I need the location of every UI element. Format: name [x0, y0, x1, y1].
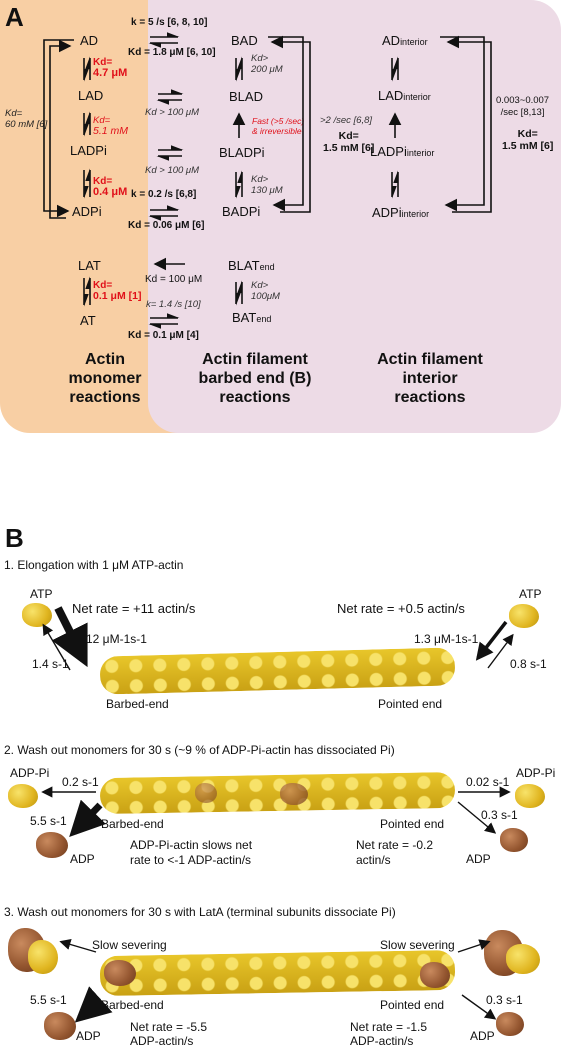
atp-actin-monomer — [22, 603, 52, 627]
on-rate-barbed: 12 μM-1s-1 — [86, 632, 147, 646]
barbed-end-label-1: Barbed-end — [106, 697, 169, 711]
rate-interior: 0.003~0.007 /sec [8,13] — [496, 95, 550, 118]
species-ladpi-interior: LADPiinterior — [370, 144, 435, 159]
atp-actin-monomer-right — [509, 604, 539, 628]
section-1-heading: 1. Elongation with 1 μM ATP-actin — [4, 558, 184, 572]
adp-subunit-interior — [280, 783, 308, 805]
species-ladpi: LADPi — [70, 143, 107, 158]
panel-b-letter: B — [5, 523, 24, 553]
panel-a-arrows — [43, 32, 492, 329]
species-lat: LAT — [78, 258, 101, 273]
section-3-heading: 3. Wash out monomers for 30 s with LatA … — [4, 905, 396, 919]
net-rate-pointed-3: Net rate = -1.5 ADP-actin/s — [350, 1020, 428, 1048]
rate-k1: k = 5 /s [6, 8, 10] — [131, 17, 208, 28]
barbed-title: Actin filament barbed end (B) reactions — [198, 351, 312, 406]
on-rate-pointed: 1.3 μM-1s-1 — [414, 632, 479, 646]
species-blad: BLAD — [229, 89, 263, 104]
section-2-heading: 2. Wash out monomers for 30 s (~9 % of A… — [4, 743, 395, 757]
severed-fragment-left-2 — [28, 940, 58, 974]
species-at: AT — [80, 313, 96, 328]
species-lad: LAD — [78, 88, 104, 103]
species-bat: BATend — [232, 310, 272, 325]
kd-interior: Kd= 1.5 mM [6] — [502, 128, 554, 152]
adppi-actin-left — [8, 784, 38, 808]
net-rate-barbed: Net rate = +11 actin/s — [72, 601, 196, 616]
pointed-end-label-3: Pointed end — [380, 998, 445, 1012]
rate-k6: k= 1.4 /s [10] — [146, 299, 201, 310]
slow-severing-left: Slow severing — [92, 938, 167, 952]
adp-left-label-3: ADP — [76, 1029, 101, 1043]
adp-actin-right-3 — [496, 1012, 524, 1036]
monomer-title: Actin monomer reactions — [68, 351, 142, 406]
adp-rate-barbed-3: 5.5 s-1 — [30, 993, 67, 1007]
adppi-right-label: ADP-Pi — [516, 766, 556, 780]
pi-rate-barbed: 0.2 s-1 — [62, 775, 99, 789]
adp-left-label-2: ADP — [70, 852, 95, 866]
severed-fragment-right-2 — [506, 944, 540, 974]
off-rate-pointed: 0.8 s-1 — [510, 657, 547, 671]
adppi-actin-right — [515, 784, 545, 808]
interior-title: Actin filament interior reactions — [377, 351, 483, 406]
kd-link-5: Kd = 100 μM — [145, 274, 203, 285]
barbed-end-label-2: Barbed-end — [101, 817, 164, 831]
adp-rate-pointed-3: 0.3 s-1 — [486, 993, 523, 1007]
adp-rate-pointed-2: 0.3 s-1 — [481, 808, 518, 822]
net-rate-pointed-2: Net rate = -0.2 actin/s — [356, 838, 434, 867]
panel-b-arrows — [41, 606, 514, 1023]
adp-actin-right-2 — [500, 828, 528, 852]
kd-bad-badpi: Kd= 1.5 mM [6] — [323, 130, 375, 154]
note-barbed-2: ADP-Pi-actin slows net rate to <-1 ADP-a… — [130, 838, 253, 867]
species-adpi: ADPi — [72, 204, 102, 219]
pi-rate-pointed: 0.02 s-1 — [466, 775, 510, 789]
adp-actin-left-2 — [36, 832, 68, 858]
species-ad: AD — [80, 33, 99, 48]
rate-bad-badpi: >2 /sec [6,8] — [320, 115, 373, 126]
kd-bladpi-badpi: Kd> 130 μM — [251, 174, 283, 196]
kd-lad-ladpi: Kd=5.1 mM — [93, 115, 129, 137]
pointed-end-label-2: Pointed end — [380, 817, 445, 831]
panel-a-letter: A — [5, 2, 24, 32]
kd-ladpi-adpi: Kd=0.4 μM — [93, 176, 128, 198]
atp-right-label: ATP — [519, 587, 542, 601]
adp-right-label-2: ADP — [466, 852, 491, 866]
pointed-end-label-1: Pointed end — [378, 697, 443, 711]
net-rate-pointed: Net rate = +0.5 actin/s — [337, 601, 465, 616]
adppi-left-label: ADP-Pi — [10, 766, 50, 780]
adp-actin-left-3 — [44, 1012, 76, 1040]
terminal-adp-pointed — [420, 962, 450, 988]
kd-link-2: Kd > 100 μM — [145, 107, 200, 118]
species-blat: BLATend — [228, 258, 275, 273]
kd-link-6: Kd = 0.1 μM [4] — [128, 330, 199, 341]
kd-ad-adpi: Kd= 60 mM [6] — [5, 108, 48, 130]
kd-link-3: Kd > 100 μM — [145, 165, 200, 176]
adp-subunit-interior-2 — [195, 783, 217, 803]
filament-bg — [148, 0, 561, 433]
species-bad: BAD — [231, 33, 258, 48]
species-ad-interior: ADinterior — [382, 33, 428, 48]
barbed-end-label-3: Barbed-end — [101, 998, 164, 1012]
fast-irreversible: Fast (>5 /sec) & irreversible — [252, 116, 305, 136]
species-lad-interior: LADinterior — [378, 88, 431, 103]
terminal-adp-barbed — [104, 960, 136, 986]
kd-bad-blad: Kd> 200 μM — [251, 53, 283, 75]
atp-left-label: ATP — [30, 587, 53, 601]
kd-link-4: Kd = 0.06 μM [6] — [128, 220, 205, 231]
kd-ad-lad: Kd=4.7 μM — [93, 57, 128, 79]
kd-link-1: Kd = 1.8 μM [6, 10] — [128, 47, 216, 58]
species-adpi-interior: ADPiinterior — [372, 205, 430, 220]
adp-rate-barbed-2: 5.5 s-1 — [30, 814, 67, 828]
kd-lat-at: Kd=0.1 μM [1] — [93, 280, 142, 302]
kd-blat-bat: Kd> 100μM — [251, 280, 280, 302]
species-badpi: BADPi — [222, 204, 261, 219]
adp-right-label-3: ADP — [470, 1029, 495, 1043]
rate-k4: k = 0.2 /s [6,8] — [131, 189, 197, 200]
net-rate-barbed-3: Net rate = -5.5 ADP-actin/s — [130, 1020, 208, 1048]
slow-severing-right: Slow severing — [380, 938, 455, 952]
species-bladpi: BLADPi — [219, 145, 265, 160]
